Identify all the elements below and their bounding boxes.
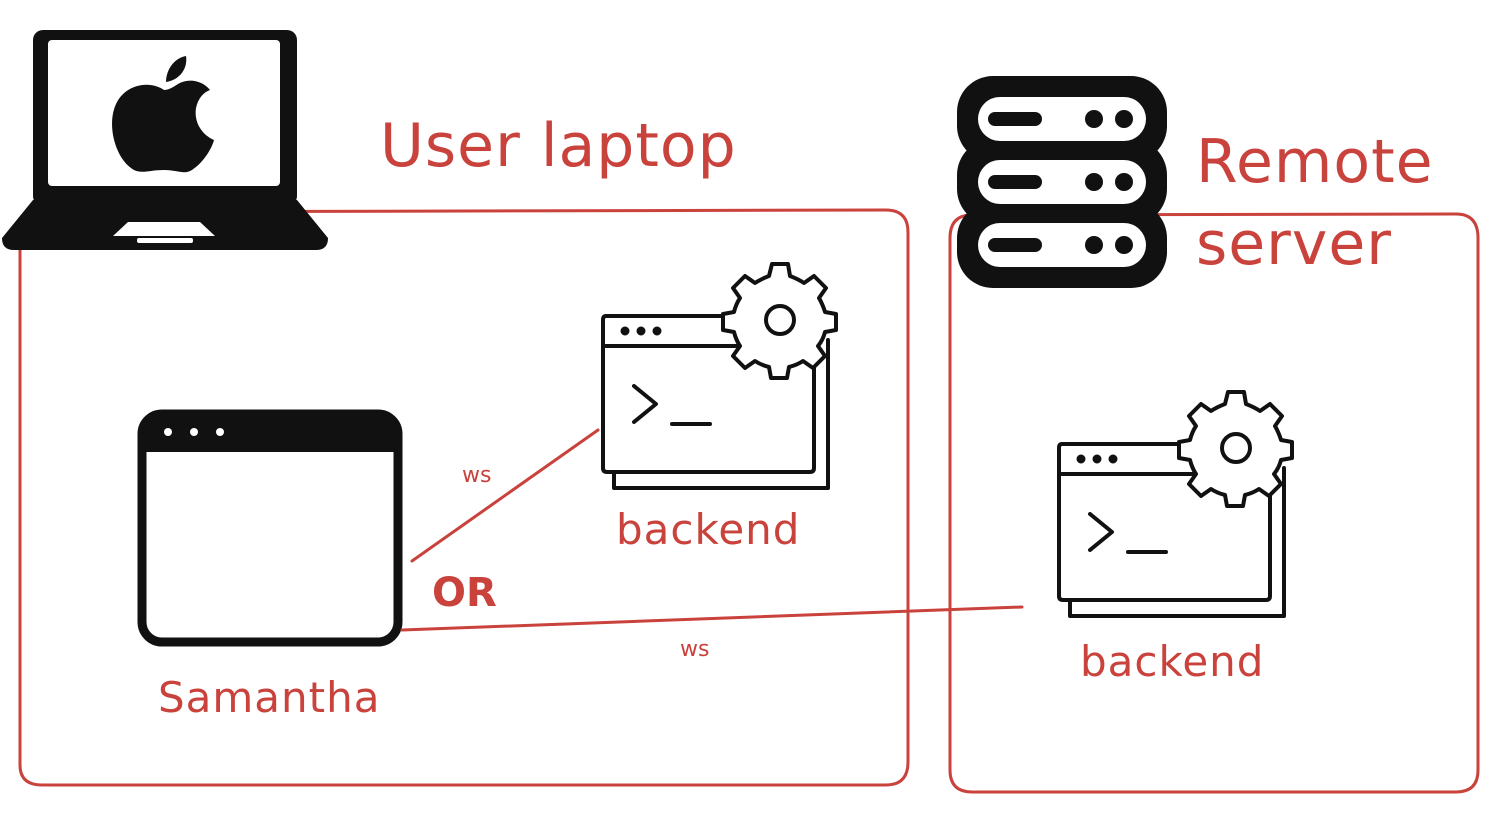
apple-logo-icon (112, 56, 214, 173)
remote-server-label-line1: Remote (1196, 127, 1434, 197)
user-laptop-label: User laptop (380, 111, 737, 181)
browser-window-icon (137, 409, 403, 647)
remote-server-label-line2: server (1196, 209, 1392, 279)
remote-server-zone (948, 212, 1480, 794)
apple-laptop-icon (2, 30, 328, 250)
ws-edge-remote (400, 605, 1024, 632)
terminal-gear-icon-local (601, 262, 838, 490)
server-rack-icon (957, 76, 1167, 288)
terminal-gear-icon-remote (1057, 390, 1294, 618)
ws-label-remote: ws (680, 637, 709, 662)
backend-remote-label: backend (1080, 637, 1264, 686)
samantha-label: Samantha (158, 673, 381, 722)
backend-local-label: backend (616, 505, 800, 554)
ws-label-local: ws (462, 463, 491, 488)
or-label: OR (432, 570, 497, 616)
ws-edge-local (410, 428, 600, 563)
